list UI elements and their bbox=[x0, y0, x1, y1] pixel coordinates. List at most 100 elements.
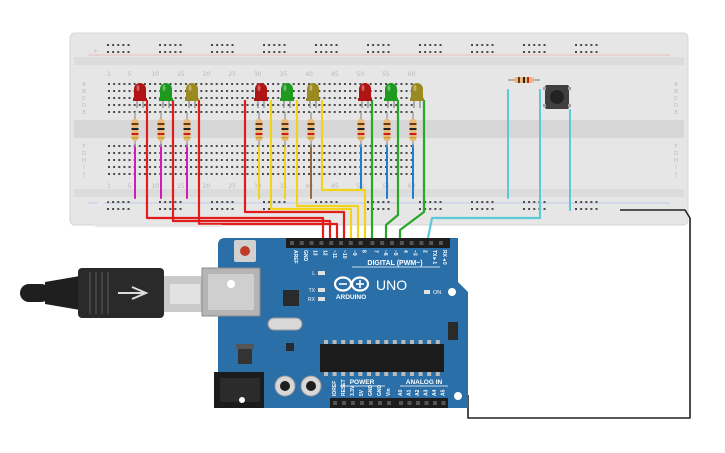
breadboard-hole bbox=[328, 90, 331, 92]
breadboard-hole bbox=[349, 104, 352, 106]
header-hole[interactable] bbox=[441, 401, 446, 405]
breadboard-hole bbox=[308, 173, 311, 175]
header-hole[interactable] bbox=[416, 401, 420, 405]
breadboard-hole bbox=[323, 83, 326, 85]
breadboard-hole bbox=[292, 145, 295, 147]
resistor[interactable] bbox=[281, 112, 289, 147]
header-hole[interactable] bbox=[339, 241, 343, 245]
resistor[interactable] bbox=[307, 112, 315, 147]
breadboard-hole bbox=[390, 173, 393, 175]
breadboard-hole bbox=[128, 166, 131, 168]
rail-hole bbox=[330, 51, 333, 53]
wire-red-3[interactable] bbox=[197, 100, 339, 238]
resistor[interactable] bbox=[183, 112, 191, 147]
breadboard-hole bbox=[123, 166, 126, 168]
breadboard-hole bbox=[390, 152, 393, 154]
header-hole[interactable] bbox=[342, 401, 346, 405]
header-hole[interactable] bbox=[429, 241, 434, 245]
header-hole[interactable] bbox=[433, 401, 437, 405]
resistor[interactable] bbox=[255, 112, 263, 147]
breadboard-hole bbox=[297, 97, 300, 99]
header-hole[interactable] bbox=[369, 401, 373, 405]
led[interactable] bbox=[358, 83, 372, 108]
header-hole[interactable] bbox=[319, 241, 324, 245]
header-hole[interactable] bbox=[390, 241, 394, 245]
wire-green-2[interactable] bbox=[384, 100, 400, 238]
wire-red-2[interactable] bbox=[171, 100, 332, 238]
breadboard-hole bbox=[302, 83, 305, 85]
header-hole[interactable] bbox=[333, 401, 337, 405]
led[interactable] bbox=[159, 83, 173, 108]
column-number-bottom: 20 bbox=[203, 183, 211, 190]
led[interactable] bbox=[185, 83, 199, 108]
breadboard-hole bbox=[302, 90, 305, 92]
breadboard-hole bbox=[302, 152, 305, 154]
resistor[interactable] bbox=[409, 112, 417, 147]
header-hole[interactable] bbox=[329, 241, 334, 245]
wire-green-3[interactable] bbox=[398, 100, 426, 238]
header-hole[interactable] bbox=[370, 241, 375, 245]
header-hole[interactable] bbox=[299, 241, 304, 245]
wire-white[interactable] bbox=[94, 198, 222, 228]
header-hole[interactable] bbox=[424, 401, 429, 405]
header-hole[interactable] bbox=[439, 241, 443, 245]
push-button[interactable] bbox=[543, 85, 571, 109]
header-hole[interactable] bbox=[358, 241, 363, 245]
wire-yellow-5[interactable] bbox=[320, 100, 367, 238]
breadboard-hole bbox=[205, 111, 208, 113]
led[interactable] bbox=[133, 83, 147, 108]
usb-jack-inner bbox=[208, 274, 254, 310]
breadboard-holes bbox=[107, 44, 598, 210]
rail-hole bbox=[330, 44, 333, 46]
breadboard-hole bbox=[179, 83, 182, 85]
wire-black-gnd[interactable] bbox=[467, 209, 691, 419]
header-hole[interactable] bbox=[399, 401, 403, 405]
header-hole[interactable] bbox=[419, 241, 424, 245]
breadboard-hole bbox=[343, 104, 346, 106]
breadboard-hole bbox=[318, 159, 321, 161]
breadboard-hole bbox=[205, 166, 208, 168]
resistor[interactable] bbox=[383, 112, 391, 147]
breadboard-hole bbox=[231, 152, 234, 154]
led[interactable] bbox=[384, 83, 398, 108]
header-hole[interactable] bbox=[407, 401, 412, 405]
wire-red-1[interactable] bbox=[145, 100, 325, 238]
resistor[interactable] bbox=[157, 112, 165, 147]
wire-red-4[interactable] bbox=[243, 100, 346, 238]
power-pin-label: RESET bbox=[341, 379, 347, 396]
led[interactable] bbox=[280, 83, 294, 108]
header-hole[interactable] bbox=[351, 401, 355, 405]
header-hole[interactable] bbox=[409, 241, 414, 245]
breadboard-hole bbox=[272, 152, 275, 154]
breadboard-hole bbox=[174, 90, 177, 92]
chip-pin bbox=[392, 372, 397, 376]
breadboard-hole bbox=[400, 97, 403, 99]
header-hole[interactable] bbox=[380, 241, 385, 245]
led[interactable] bbox=[410, 83, 424, 108]
resistor[interactable] bbox=[357, 112, 365, 147]
breadboard-hole bbox=[272, 166, 275, 168]
wire-yellow-3[interactable] bbox=[269, 100, 353, 238]
led[interactable] bbox=[306, 83, 320, 108]
breadboard-hole bbox=[246, 159, 249, 161]
wire-cyan-signal[interactable] bbox=[426, 198, 542, 239]
header-hole[interactable] bbox=[348, 241, 353, 245]
resistor[interactable] bbox=[131, 112, 139, 147]
rail-hole bbox=[372, 44, 375, 46]
rail-hole bbox=[335, 44, 338, 46]
wire-yellow-4[interactable] bbox=[295, 100, 360, 238]
rail-hole bbox=[476, 201, 479, 203]
breadboard-hole bbox=[318, 145, 321, 147]
breadboard-hole bbox=[210, 90, 213, 92]
breadboard-hole bbox=[220, 83, 223, 85]
header-hole[interactable] bbox=[378, 401, 382, 405]
header-hole[interactable] bbox=[399, 241, 404, 245]
header-hole[interactable] bbox=[309, 241, 314, 245]
rail-hole bbox=[471, 44, 473, 46]
header-hole[interactable] bbox=[290, 241, 294, 245]
header-hole[interactable] bbox=[360, 401, 364, 405]
led[interactable] bbox=[254, 83, 268, 108]
header-hole[interactable] bbox=[387, 401, 391, 405]
resistor-horizontal[interactable] bbox=[508, 77, 540, 83]
